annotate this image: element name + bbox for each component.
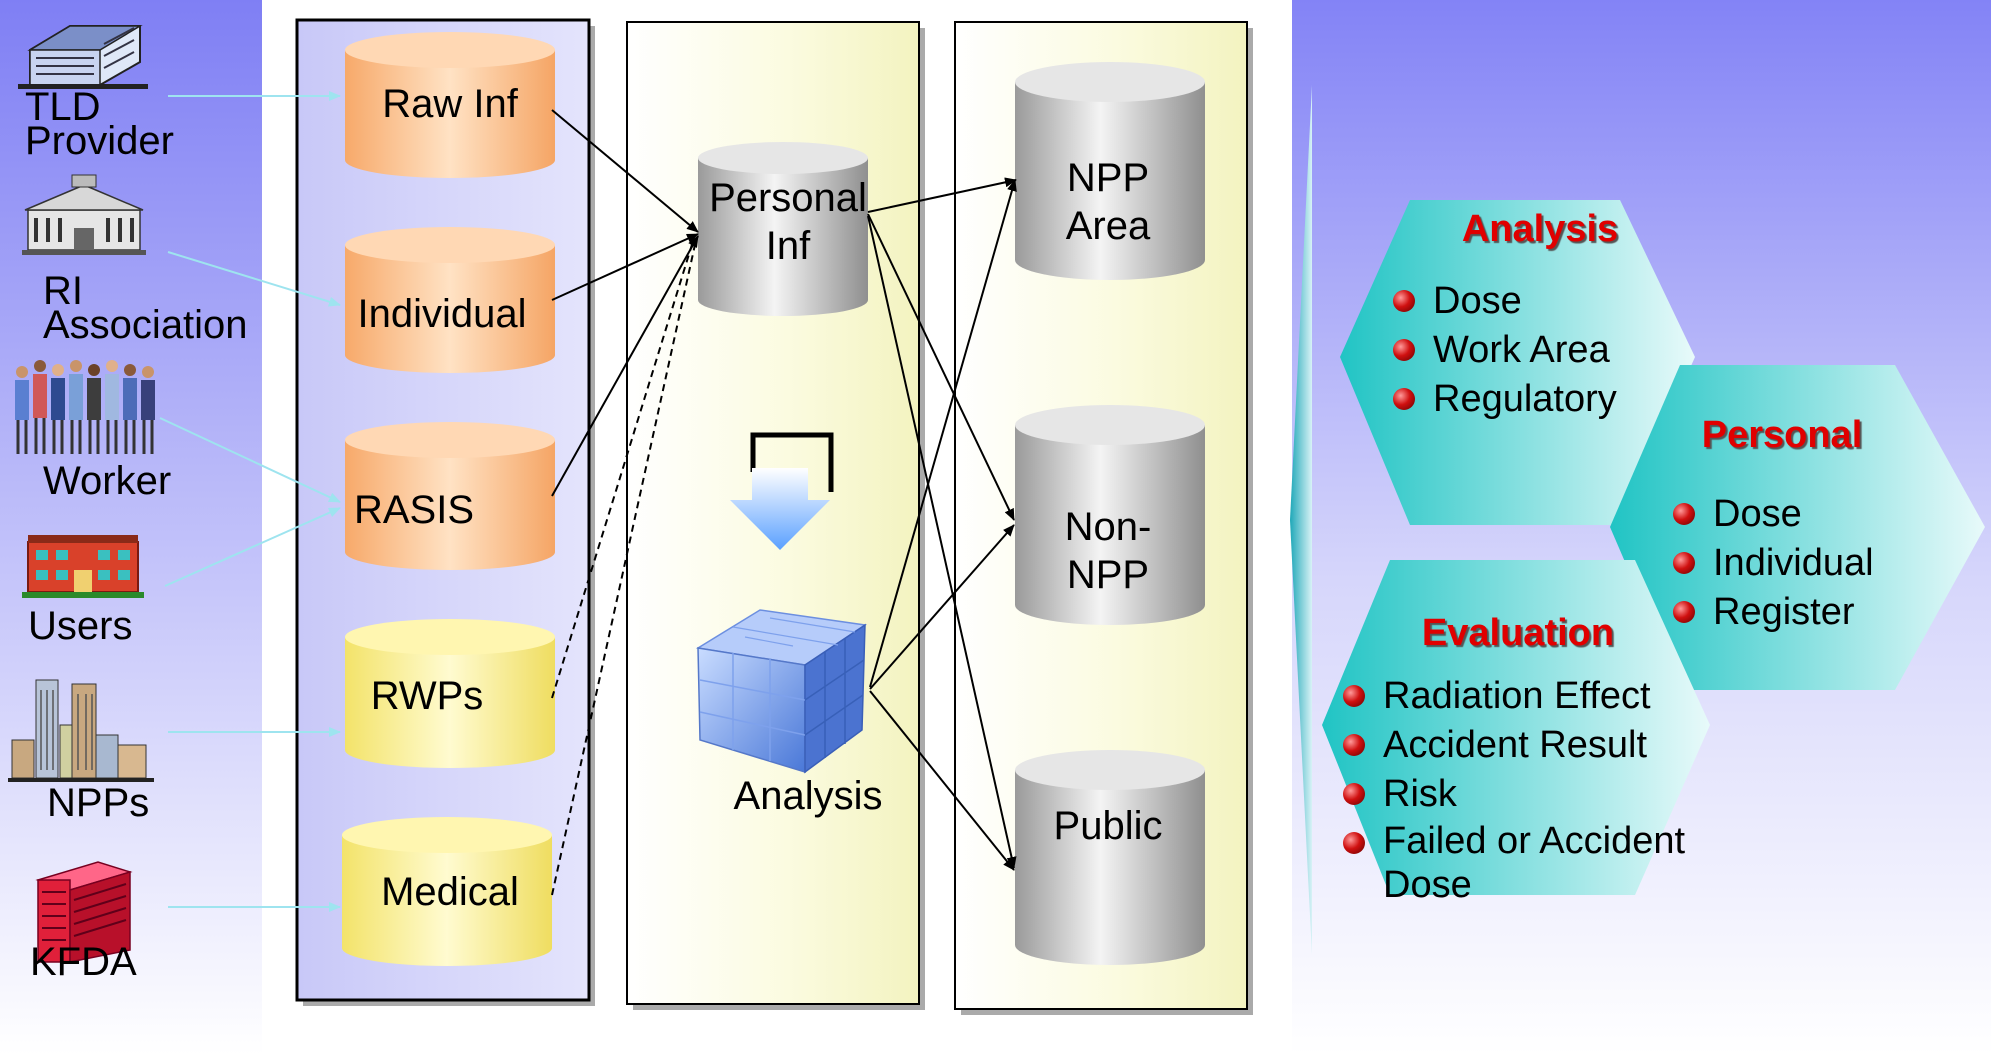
bullet-icon	[1343, 783, 1365, 805]
analysis-label: Analysis	[733, 774, 883, 818]
divider-wedge	[1290, 85, 1312, 955]
source-label-npps: NPPs	[47, 781, 150, 825]
list-item: Risk	[1343, 770, 1685, 819]
bullet-icon	[1343, 832, 1365, 854]
hexagon-analysis	[1340, 200, 1695, 525]
cylinder-medical	[342, 817, 552, 966]
analysis-cube-icon	[695, 609, 868, 774]
source-label-ri-association: RI Association	[43, 269, 248, 347]
workers-group-icon	[15, 360, 155, 454]
arrow-personal-public	[867, 215, 1017, 869]
arrow-rasis-personal	[551, 235, 699, 497]
arrow-analysis-nonnpp	[869, 524, 1015, 690]
bullet-icon	[1673, 503, 1695, 525]
output-label-non-npp: Non- NPP	[1064, 505, 1152, 597]
cylinder-rasis	[345, 422, 555, 570]
cylinder-rwps	[345, 619, 555, 768]
list-item: Accident Result	[1343, 721, 1685, 770]
hexagon-evaluation	[1322, 560, 1710, 895]
list-item: Regulatory	[1393, 375, 1617, 424]
cylinder-npp-area	[1015, 62, 1205, 280]
list-item: Dose	[1673, 490, 1874, 539]
list-item: Dose	[1393, 277, 1617, 326]
input-label-rasis: RASIS	[353, 488, 475, 532]
bullet-icon	[1673, 601, 1695, 623]
hex-title-personal: Personal	[1701, 414, 1863, 456]
arrow-analysis-npparea	[869, 179, 1017, 688]
office-building-icon	[18, 25, 148, 89]
cylinder-raw-inf	[345, 32, 555, 178]
red-tower-icon	[35, 861, 133, 963]
bullet-icon	[1673, 552, 1695, 574]
input-label-raw-inf: Raw Inf	[382, 82, 518, 126]
cylinder-public	[1015, 750, 1205, 965]
list-item: Individual	[1673, 539, 1874, 588]
source-label-tld-provider: TLD Provider	[25, 85, 174, 163]
personal-inf-label: Personal Inf	[709, 176, 867, 268]
arrow-personal-nonnpp	[867, 213, 1015, 521]
city-skyline-icon	[8, 679, 154, 782]
connector-users-rasis	[164, 507, 341, 587]
bent-down-arrow-icon	[730, 432, 834, 550]
list-item: Failed or Accident Dose	[1343, 819, 1685, 907]
list-item: Register	[1673, 588, 1874, 637]
arrow-individual-personal	[551, 233, 699, 301]
bullet-icon	[1343, 734, 1365, 756]
cylinder-non-npp	[1015, 405, 1205, 625]
cylinder-personal-inf	[698, 142, 868, 316]
arrow-medical-personal	[551, 239, 697, 896]
arrow-rawinf-personal	[551, 109, 699, 233]
arrow-rwps-personal	[551, 237, 695, 699]
hex-title-evaluation: Evaluation	[1421, 612, 1615, 654]
input-label-medical: Medical	[381, 870, 519, 914]
hex-list-analysis: Dose Work Area Regulatory	[1393, 277, 1617, 424]
bullet-icon	[1393, 388, 1415, 410]
connector-ri-individual	[167, 251, 341, 307]
list-item: Radiation Effect	[1343, 672, 1685, 721]
arrow-analysis-public	[869, 690, 1015, 871]
input-label-rwps: RWPs	[370, 674, 484, 718]
source-label-kfda: KFDA	[30, 940, 137, 984]
bullet-icon	[1393, 339, 1415, 361]
list-item: Work Area	[1393, 326, 1617, 375]
source-label-users: Users	[28, 604, 133, 648]
arrow-personal-npparea	[867, 177, 1017, 213]
hexagon-personal	[1610, 365, 1985, 690]
bullet-icon	[1393, 290, 1415, 312]
source-label-worker: Worker	[43, 459, 172, 503]
bullet-icon	[1343, 685, 1365, 707]
school-building-icon	[22, 535, 144, 598]
hex-list-personal: Dose Individual Register	[1673, 490, 1874, 637]
output-label-public: Public	[1053, 804, 1163, 848]
cylinder-individual	[345, 227, 555, 373]
connector-worker-rasis	[159, 417, 341, 503]
input-label-individual: Individual	[357, 292, 527, 336]
hex-title-analysis: Analysis	[1461, 208, 1619, 250]
hex-list-evaluation: Radiation Effect Accident Result Risk Fa…	[1343, 672, 1685, 907]
classical-building-icon	[22, 174, 146, 255]
output-label-npp-area: NPP Area	[1065, 156, 1151, 248]
